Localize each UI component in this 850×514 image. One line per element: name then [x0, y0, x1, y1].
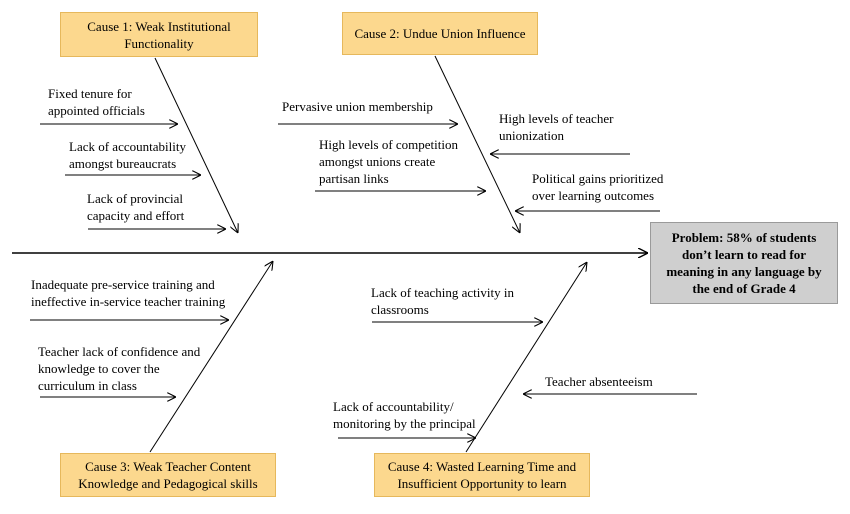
factor-teaching-activity: Lack of teaching activity in classrooms — [371, 285, 514, 317]
cause-2-bone — [434, 55, 520, 233]
factor-principal-monitoring: Lack of accountability/ monitoring by th… — [333, 399, 476, 431]
cause-4-box: Cause 4: Wasted Learning Time and Insuff… — [374, 453, 590, 497]
factor-absenteeism: Teacher absenteeism — [545, 374, 653, 389]
cause-1-bone — [154, 57, 238, 233]
factor-fixed-tenure: Fixed tenure for appointed officials — [48, 86, 145, 118]
cause-2-box: Cause 2: Undue Union Influence — [342, 12, 538, 55]
factor-political-gains: Political gains prioritized over learnin… — [532, 171, 664, 203]
factor-accountability-bureaucrats: Lack of accountability amongst bureaucra… — [69, 139, 186, 171]
factor-teacher-unionization: High levels of teacher unionization — [499, 111, 614, 143]
problem-box: Problem: 58% of students don’t learn to … — [650, 222, 838, 304]
cause-1-box: Cause 1: Weak Institutional Functionalit… — [60, 12, 258, 57]
factor-union-membership: Pervasive union membership — [282, 99, 433, 114]
factor-provincial-capacity: Lack of provincial capacity and effort — [87, 191, 185, 223]
factor-union-competition: High levels of competition amongst union… — [319, 137, 459, 186]
cause-3-bone — [149, 261, 273, 453]
cause-4-bone — [465, 262, 587, 453]
factor-teacher-confidence: Teacher lack of confidence and knowledge… — [38, 344, 201, 393]
factor-training: Inadequate pre-service training and inef… — [31, 277, 226, 309]
cause-3-box: Cause 3: Weak Teacher Content Knowledge … — [60, 453, 276, 497]
